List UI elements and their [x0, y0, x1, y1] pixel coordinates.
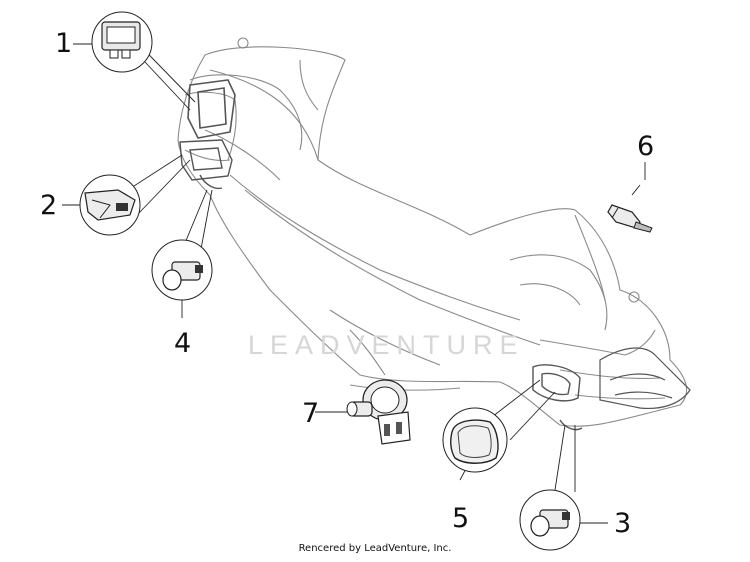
- callout-7: 7: [302, 398, 320, 429]
- part-6-sensor: [607, 204, 653, 233]
- left-switch-housing: [179, 139, 233, 190]
- callout-5: 5: [452, 503, 470, 534]
- display-housing: [187, 79, 236, 139]
- callout-1: 1: [55, 28, 73, 59]
- leader-lines: [62, 24, 646, 524]
- callout-4: 4: [174, 328, 192, 359]
- part-2-switch: [79, 174, 141, 236]
- callout-2: 2: [40, 190, 58, 221]
- part-7-horn: [346, 379, 411, 445]
- part-4-button: [151, 239, 213, 301]
- handlebar-cover: [177, 37, 688, 427]
- right-grip: [599, 347, 691, 410]
- part-5-lens: [442, 407, 508, 473]
- callout-3: 3: [614, 508, 632, 539]
- watermark: LEADVENTURE: [248, 330, 525, 360]
- callout-6: 6: [637, 131, 655, 162]
- footer-credit: Rencered by LeadVenture, Inc.: [298, 543, 452, 554]
- right-switch-housing: [532, 364, 583, 431]
- part-3-button: [519, 489, 581, 551]
- part-1-switch: [91, 11, 153, 73]
